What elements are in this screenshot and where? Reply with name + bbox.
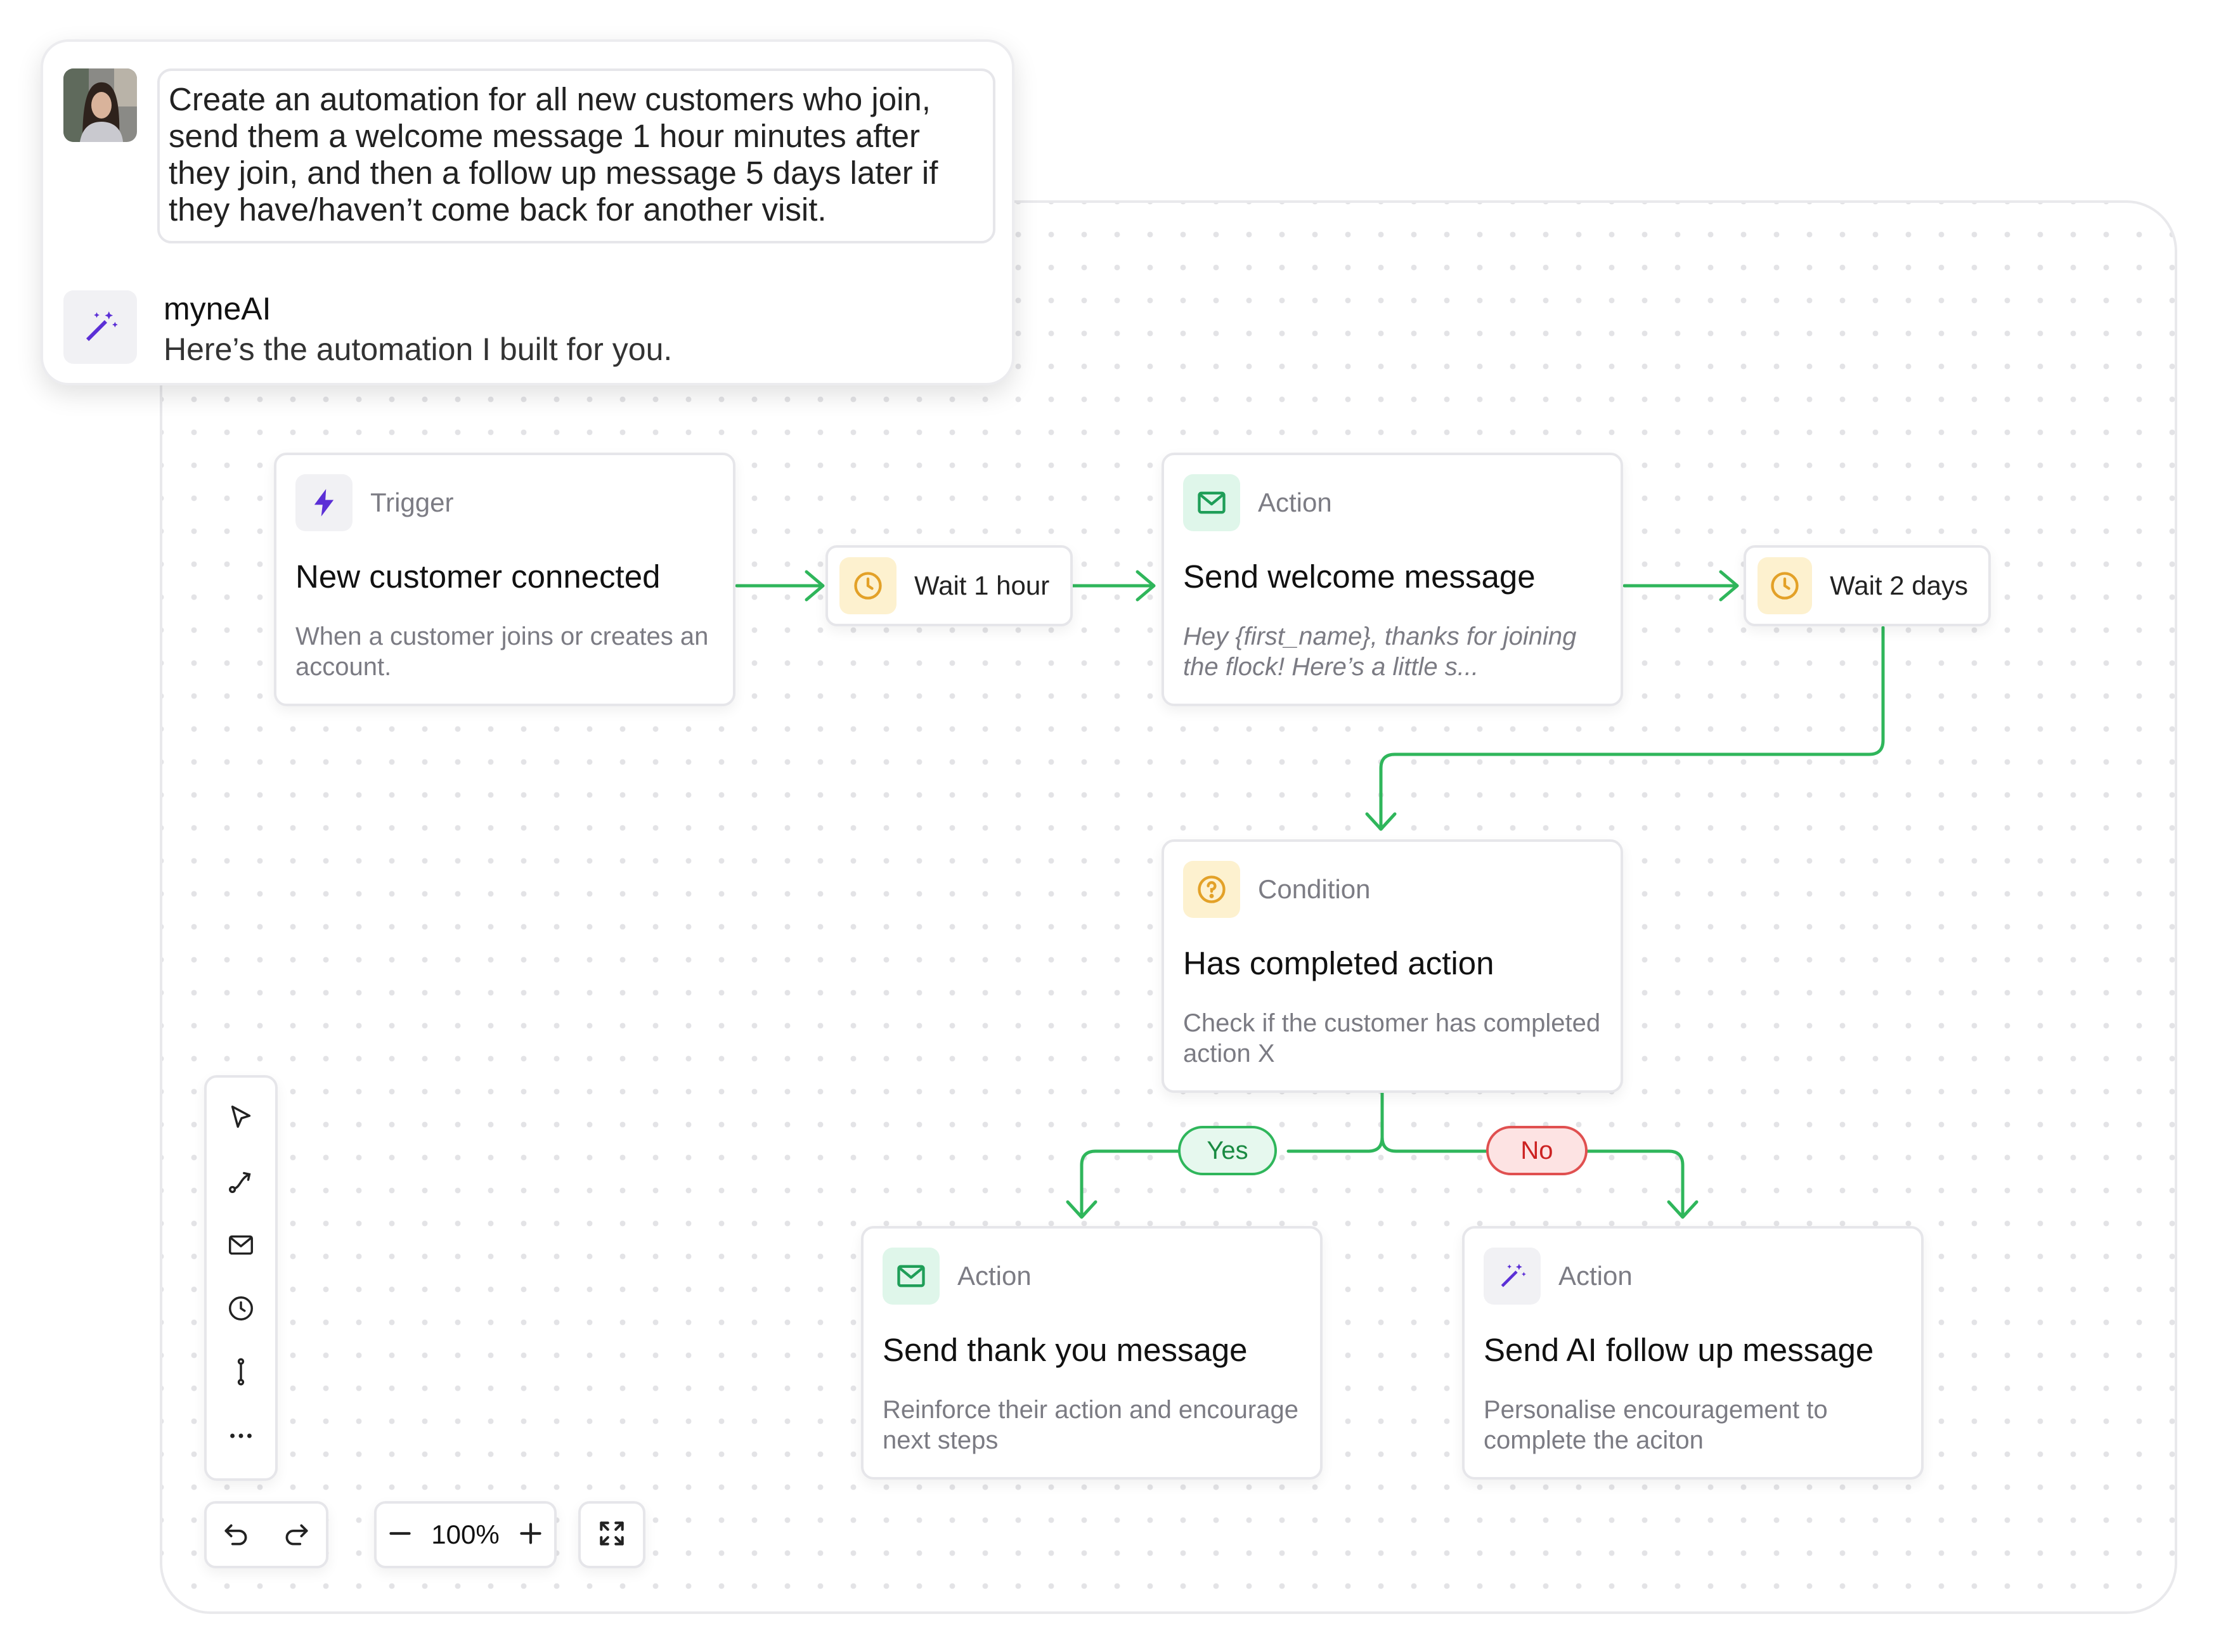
- branch-yes-label[interactable]: Yes: [1178, 1126, 1277, 1175]
- wait-label: Wait 2 days: [1830, 571, 1968, 600]
- node-title: Send AI follow up message: [1484, 1332, 1874, 1368]
- user-message: Create an automation for all new custome…: [157, 68, 995, 243]
- send-welcome-node[interactable]: Action Send welcome message Hey {first_n…: [1162, 453, 1623, 706]
- mail-icon[interactable]: [219, 1224, 263, 1266]
- magic-wand-icon: [1484, 1248, 1541, 1305]
- node-kind: Action: [1258, 487, 1332, 517]
- node-description: When a customer joins or creates an acco…: [295, 623, 709, 681]
- node-description: Check if the customer has completed acti…: [1183, 1009, 1601, 1068]
- zoom-in-icon[interactable]: [515, 1518, 547, 1552]
- node-description: Hey {first_name}, thanks for joining the…: [1183, 623, 1577, 681]
- node-description: Reinforce their action and encourage nex…: [883, 1396, 1298, 1454]
- fit-view-button[interactable]: [578, 1501, 645, 1568]
- mail-icon: [1183, 474, 1240, 531]
- branch-no-label[interactable]: No: [1486, 1126, 1588, 1175]
- node-title: Send thank you message: [883, 1332, 1248, 1368]
- zoom-out-icon[interactable]: [384, 1518, 416, 1552]
- ai-name: myneAI: [164, 291, 271, 326]
- node-title: Send welcome message: [1183, 558, 1536, 595]
- clock-icon: [1758, 557, 1813, 614]
- undo-redo-controls: [204, 1501, 328, 1568]
- wait-label: Wait 1 hour: [914, 571, 1050, 600]
- tool-palette: [204, 1075, 278, 1481]
- mail-icon: [883, 1248, 940, 1305]
- clock-icon[interactable]: [219, 1287, 263, 1329]
- expand-icon: [596, 1518, 628, 1552]
- send-thank-you-node[interactable]: Action Send thank you message Reinforce …: [861, 1226, 1323, 1480]
- zoom-level: 100%: [431, 1520, 500, 1549]
- redo-icon[interactable]: [280, 1518, 312, 1552]
- node-kind: Action: [957, 1261, 1032, 1291]
- ai-message: Here’s the automation I built for you.: [164, 332, 673, 367]
- lightning-icon: [295, 474, 353, 531]
- branch-icon[interactable]: [219, 1351, 263, 1393]
- condition-node[interactable]: Condition Has completed action Check if …: [1162, 839, 1623, 1093]
- wait-1-hour-node[interactable]: Wait 1 hour: [825, 545, 1073, 626]
- node-title: New customer connected: [295, 558, 661, 595]
- zoom-controls: 100%: [374, 1501, 557, 1568]
- connector-icon[interactable]: [219, 1160, 263, 1202]
- trigger-node[interactable]: Trigger New customer connected When a cu…: [274, 453, 735, 706]
- question-icon: [1183, 861, 1240, 918]
- node-title: Has completed action: [1183, 945, 1494, 981]
- node-kind: Condition: [1258, 874, 1371, 904]
- node-kind: Action: [1558, 1261, 1633, 1291]
- node-description: Personalise encouragement to complete th…: [1484, 1396, 1828, 1454]
- cursor-icon[interactable]: [219, 1097, 263, 1139]
- wait-2-days-node[interactable]: Wait 2 days: [1744, 545, 1991, 626]
- more-icon[interactable]: [219, 1415, 263, 1457]
- undo-icon[interactable]: [221, 1518, 252, 1552]
- magic-wand-icon: [63, 290, 137, 364]
- node-kind: Trigger: [370, 487, 454, 517]
- ai-chat-panel: Create an automation for all new custome…: [41, 39, 1014, 385]
- user-avatar: [63, 68, 137, 142]
- clock-icon: [839, 557, 897, 614]
- send-ai-follow-up-node[interactable]: Action Send AI follow up message Persona…: [1462, 1226, 1924, 1480]
